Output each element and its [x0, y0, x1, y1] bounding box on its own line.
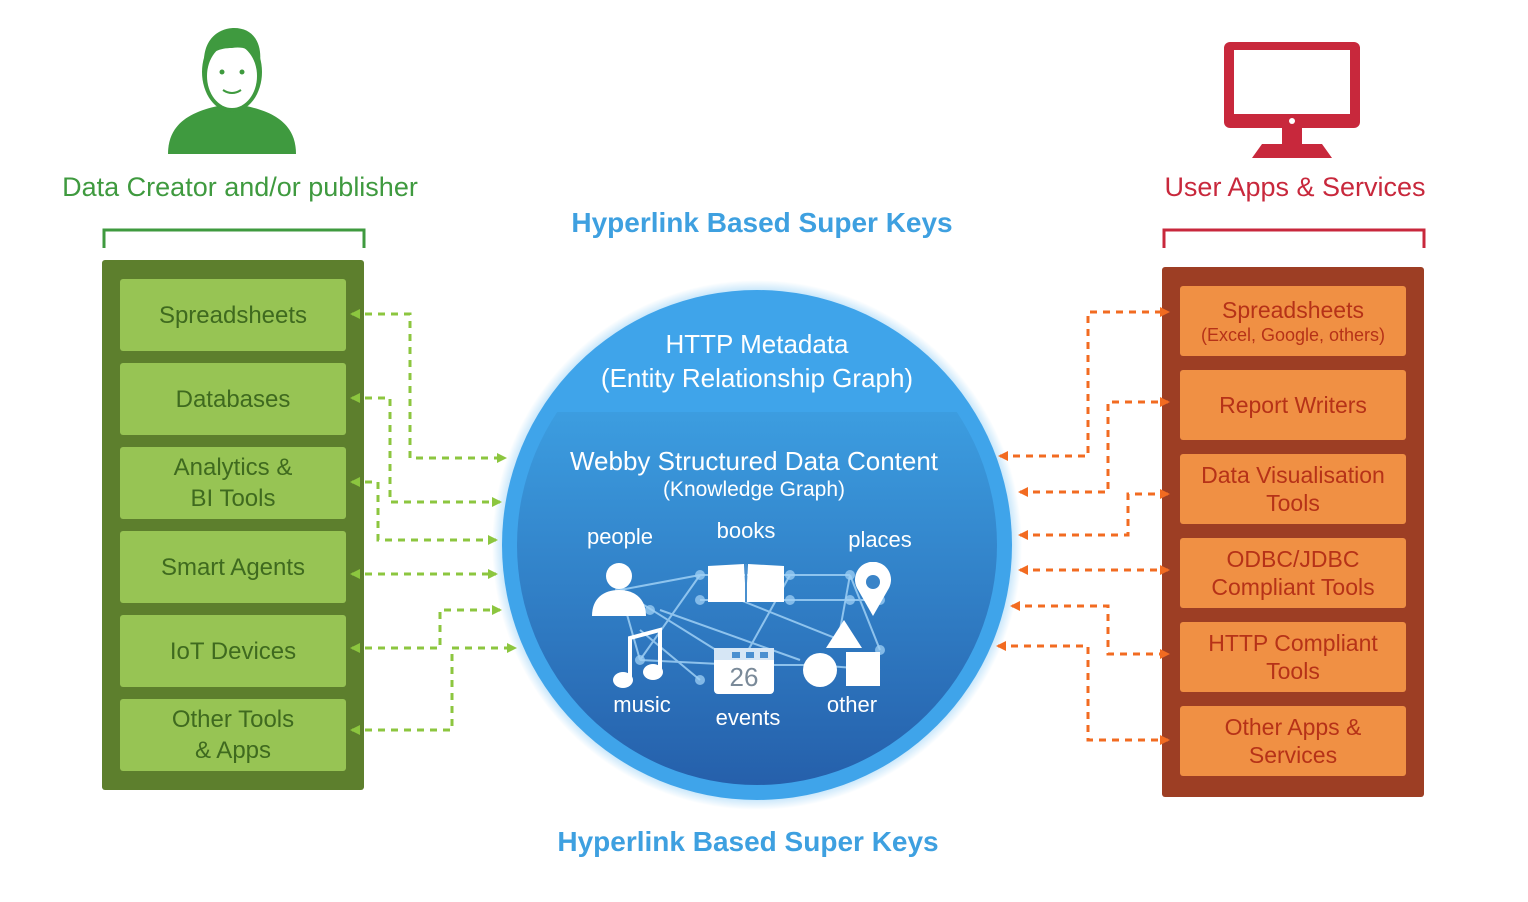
monitor-icon: [1224, 42, 1360, 158]
node-label-people: people: [586, 524, 654, 549]
left-item-iot-devices: IoT Devices: [120, 615, 346, 687]
http-metadata-title: HTTP Metadata: [665, 329, 849, 359]
http-metadata-subtitle: (Entity Relationship Graph): [600, 363, 914, 393]
right-item-data-visualisation: Data Visualisation Tools: [1180, 454, 1406, 524]
events-calendar-icon: [714, 648, 774, 694]
people-icon: [592, 563, 646, 616]
left-item-smart-agents: Smart Agents: [120, 531, 346, 603]
node-label-music: music: [613, 692, 671, 717]
right-item-report-writers: Report Writers: [1180, 370, 1406, 440]
node-label-places: places: [848, 527, 912, 552]
arrow-analytics: [350, 477, 498, 545]
arrow-right-http: [1010, 601, 1170, 659]
other-shapes-icon: [803, 620, 880, 687]
left-item-other-tools: Other Tools& Apps: [120, 699, 346, 771]
arrow-iot: [350, 605, 502, 653]
arrow-databases: [350, 393, 502, 507]
data-creator-title: Data Creator and/or publisher: [62, 172, 418, 202]
left-bracket: [102, 228, 366, 248]
right-item-other-apps: Other Apps & Services: [1180, 706, 1406, 776]
user-apps-title: User Apps & Services: [1164, 172, 1426, 202]
events-calendar-day: 26: [729, 662, 759, 692]
super-keys-bottom-label: Hyperlink Based Super Keys: [557, 826, 939, 857]
arrow-right-data-visualisation: [1018, 489, 1170, 540]
node-label-books: books: [716, 518, 776, 543]
super-keys-top-label: Hyperlink Based Super Keys: [571, 207, 953, 238]
node-label-events: events: [715, 705, 781, 730]
books-icon: [708, 564, 784, 602]
person-icon: [168, 28, 296, 154]
places-icon: [855, 562, 891, 616]
arrow-other-tools: [350, 643, 517, 735]
left-item-analytics: Analytics &BI Tools: [120, 447, 346, 519]
music-icon: [613, 627, 663, 688]
node-label-other: other: [826, 692, 878, 717]
right-item-odbc-jdbc: ODBC/JDBC Compliant Tools: [1180, 538, 1406, 608]
knowledge-content-title: Webby Structured Data Content: [569, 446, 939, 476]
left-item-spreadsheets: Spreadsheets: [120, 279, 346, 351]
left-item-databases: Databases: [120, 363, 346, 435]
right-item-http-compliant: HTTP Compliant Tools: [1180, 622, 1406, 692]
arrow-right-other-apps: [996, 641, 1170, 745]
right-bracket: [1162, 228, 1426, 248]
knowledge-content-subtitle: (Knowledge Graph): [662, 478, 846, 501]
right-item-spreadsheets: Spreadsheets (Excel, Google, others): [1180, 286, 1406, 356]
arrow-spreadsheets: [350, 309, 507, 463]
arrow-right-spreadsheets: [998, 307, 1170, 461]
arrow-right-report-writers: [1018, 397, 1170, 497]
